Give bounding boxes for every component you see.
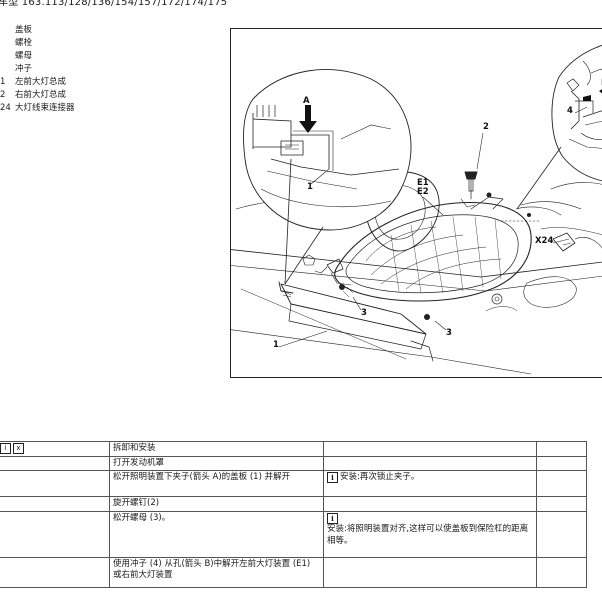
note-text: 安装:将照明装置对齐,这样可以使盖板到保险杠的距离相等。: [327, 524, 529, 546]
note-cell: [323, 496, 537, 512]
legend-code: 1: [0, 77, 6, 87]
note-cell: [323, 556, 537, 588]
note-cell: [323, 455, 537, 471]
step-cell: 打开发动机罩: [109, 455, 324, 471]
extra-cell: [536, 441, 587, 457]
table-row: 旋开螺钉(2): [0, 496, 587, 512]
close-icon: x: [13, 443, 24, 454]
callout-e1: E1: [417, 178, 429, 188]
info-icon: i: [327, 512, 338, 524]
note-cell: [323, 441, 537, 457]
callout-4: 4: [567, 106, 573, 116]
callout-3-right: 3: [446, 328, 452, 338]
callout-arrow-a: A: [303, 96, 310, 106]
legend-text: 右前大灯总成: [15, 90, 67, 100]
legend-text: 冲子: [15, 64, 33, 74]
headlamp-drawing: [231, 44, 602, 375]
info-icon: i: [327, 472, 338, 483]
callout-e2: E2: [417, 187, 429, 197]
note-text: 安装:再次锁止夹子。: [340, 472, 420, 482]
legend-code: 2: [0, 90, 6, 100]
step-cell: 旋开螺钉(2): [109, 496, 324, 512]
table-row: 打开发动机罩: [0, 455, 587, 471]
callout-1-bottom: 1: [273, 340, 279, 350]
legend-text: 盖板: [15, 25, 33, 35]
legend-code: 24: [0, 103, 11, 113]
legend-text: 螺母: [15, 51, 33, 61]
step-cell: 松开螺母 (3)。: [109, 510, 324, 558]
step-cell: 松开照明装置下夹子(箭头 A)的盖板 (1) 并解开: [109, 470, 324, 497]
step-cell: 使用冲子 (4) 从孔(箭头 B)中解开左前大灯装置 (E1) 或右前大灯装置: [109, 556, 324, 588]
callout-2: 2: [483, 122, 489, 132]
step-cell: 拆卸和安装: [109, 441, 324, 457]
legend-text: 螺栓: [15, 38, 33, 48]
legend-text: 大灯线束连接器: [15, 103, 75, 113]
callout-1-inset: 1: [307, 182, 313, 192]
model-header: 车型 163.113/128/136/154/157/172/174/175: [0, 0, 228, 8]
headlamp-diagram: A 1 2 E1 E2 3 3 1 4 X24 B: [230, 28, 602, 378]
callout-3-left: 3: [361, 308, 367, 318]
callout-x24: X24: [535, 236, 554, 246]
legend-text: 左前大灯总成: [15, 77, 67, 87]
table-row: 使用冲子 (4) 从孔(箭头 B)中解开左前大灯装置 (E1) 或右前大灯装置: [0, 556, 587, 588]
info-icon: i: [0, 443, 11, 454]
